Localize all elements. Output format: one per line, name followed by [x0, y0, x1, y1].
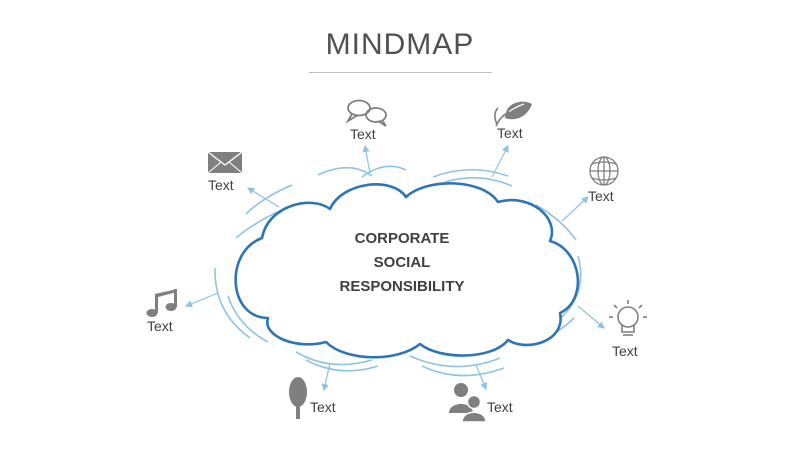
center-topic-line: SOCIAL — [373, 254, 431, 271]
node-label-chat: Text — [350, 126, 376, 142]
node-label-leaf: Text — [497, 125, 523, 141]
connector-chat — [362, 144, 371, 174]
node-label-globe: Text — [588, 188, 614, 204]
arc-bottom-left-b — [305, 359, 379, 372]
arc-bottom-right-b — [421, 365, 505, 377]
center-topic-line: RESPONSIBILITY — [339, 278, 465, 295]
arc-left-b — [227, 295, 269, 343]
connector-mail — [246, 187, 280, 208]
tree-icon — [289, 377, 307, 419]
center-topic-line: CORPORATE — [354, 230, 450, 247]
node-label-music: Text — [147, 318, 173, 334]
arc-top-left-b — [361, 165, 407, 178]
lightbulb-icon — [609, 300, 647, 336]
connector-globe — [561, 196, 589, 222]
node-label-people: Text — [487, 399, 513, 415]
node-label-bulb: Text — [612, 343, 638, 359]
chat-bubbles-icon — [345, 99, 387, 127]
arc-left — [214, 267, 251, 339]
connector-tree — [321, 362, 331, 392]
globe-icon — [589, 156, 619, 186]
connector-people — [475, 364, 488, 391]
leaf-icon — [494, 101, 532, 127]
music-note-icon — [146, 289, 177, 317]
connector-bulb — [577, 305, 605, 329]
page-title: MINDMAP — [325, 28, 475, 61]
arc-top-right — [432, 168, 509, 178]
connector-music — [184, 292, 219, 308]
connector-leaf — [491, 144, 509, 178]
envelope-icon — [207, 151, 243, 174]
arc-bottom-left — [295, 351, 373, 366]
title-divider — [309, 72, 492, 73]
arc-upper-right — [535, 204, 577, 241]
arc-bottom-right — [409, 355, 501, 368]
people-icon — [449, 383, 487, 423]
arc-top-right-b — [444, 177, 513, 187]
node-label-tree: Text — [310, 399, 336, 415]
center-topic: CORPORATE SOCIAL RESPONSIBILITY — [300, 227, 504, 299]
connectors — [184, 144, 605, 392]
cloud-shape — [234, 182, 580, 359]
node-label-mail: Text — [208, 177, 234, 193]
